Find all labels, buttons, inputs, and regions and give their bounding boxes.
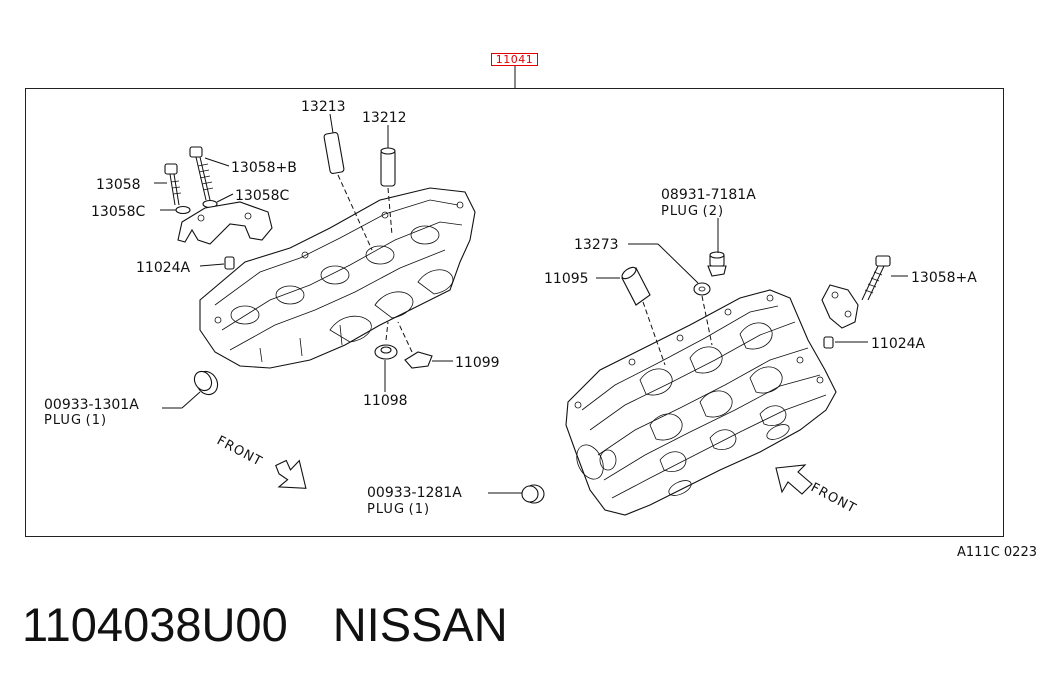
assembly-reference-number[interactable]: 11041 [491,53,538,66]
washer-13273-dashed-line [701,295,713,346]
label-11098[interactable]: 11098 [363,393,408,409]
left-leader-lines [154,113,453,409]
label-00933-1301a[interactable]: 00933-1301A [44,397,139,413]
label-00933-1281a[interactable]: 00933-1281A [367,485,462,501]
guide-13213-dashed-line [337,174,373,251]
label-13058c-right[interactable]: 13058C [235,188,290,204]
plug-00933-1281a[interactable] [521,484,545,504]
bracket[interactable] [177,201,273,245]
left-cylinder-head[interactable] [199,187,476,369]
seal-11099-dashed-line [397,321,413,353]
seal-11098-dashed-line [385,321,389,341]
label-13058a[interactable]: 13058+A [911,270,977,286]
label-08931-7181a[interactable]: 08931-7181A [661,187,756,203]
labels: 13213 13212 13058+B 13058 13058C 13058C … [44,99,977,517]
front-arrow-left [275,459,307,489]
bolt-13058b[interactable] [189,146,214,201]
label-11095[interactable]: 11095 [544,271,589,287]
label-11024a-right[interactable]: 11024A [871,336,926,352]
right-leader-lines [488,218,908,494]
plug-08931-7181a[interactable] [707,251,727,277]
right-cylinder-head[interactable] [565,289,837,516]
bracket-right[interactable] [821,284,859,329]
seal-11098[interactable] [374,344,398,360]
label-13213[interactable]: 13213 [301,99,346,115]
label-13058[interactable]: 13058 [96,177,141,193]
label-13273[interactable]: 13273 [574,237,619,253]
valve-guide-13213[interactable] [323,132,345,174]
plug-00933-1301a[interactable] [191,368,222,399]
product-footer: 1104038U00 NISSAN [22,597,508,652]
figure-code: A111C 0223 [957,545,1037,560]
brand-name: NISSAN [332,598,508,651]
label-front-right: FRONT [808,480,859,516]
washer-13273[interactable] [693,282,711,296]
front-arrow-right [775,464,813,495]
dowel-11024a-left[interactable] [224,256,235,270]
seal-11099[interactable] [404,351,433,369]
valve-guide-11095[interactable] [620,265,651,306]
label-13212[interactable]: 13212 [362,110,407,126]
bolt-13058[interactable] [164,163,182,206]
guide-11095-dashed-line [642,301,666,366]
bolt-13058a[interactable] [861,255,891,301]
label-front-left: FRONT [214,433,265,469]
valve-guide-13212[interactable] [380,147,396,187]
label-plug-2: PLUG (2) [661,204,724,219]
part-number: 1104038U00 [22,598,288,651]
label-11099[interactable]: 11099 [455,355,500,371]
label-plug-1-right: PLUG (1) [367,502,430,517]
dowel-11024a-right[interactable] [823,336,834,349]
label-plug-1-left: PLUG (1) [44,413,107,428]
diagram-frame [25,88,1004,537]
label-13058c-left[interactable]: 13058C [91,204,146,220]
label-11024a-left[interactable]: 11024A [136,260,191,276]
label-13058b[interactable]: 13058+B [231,160,297,176]
